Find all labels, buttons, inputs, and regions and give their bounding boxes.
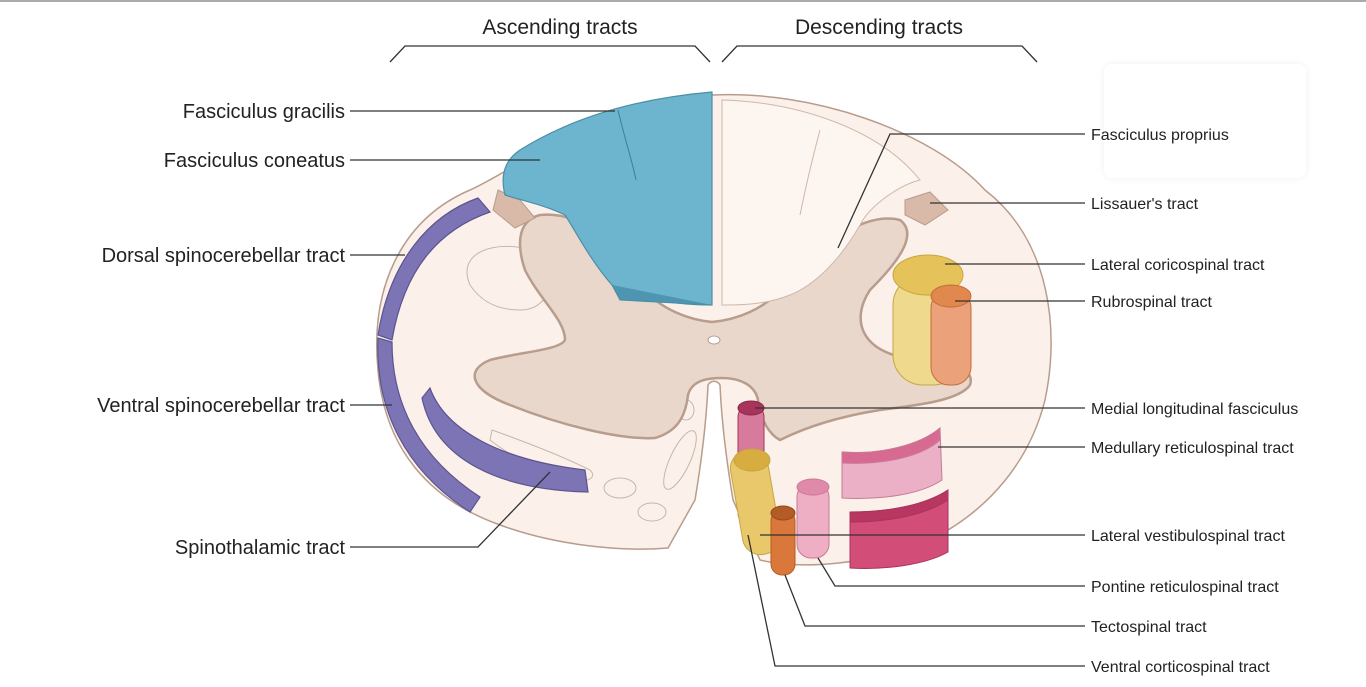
tectospinal-tract	[770, 505, 796, 576]
label-pontine-reticulospinal: Pontine reticulospinal tract	[1091, 579, 1279, 596]
leader-pontine-reticulospinal	[817, 557, 1085, 587]
label-fasciculus-coneatus: Fasciculus coneatus	[164, 150, 345, 172]
lissauer-tract-right	[904, 191, 949, 226]
label-lateral-corticospinal: Lateral coricospinal tract	[1091, 257, 1265, 274]
pontine-reticulospinal-tract	[796, 478, 830, 559]
label-medial-longitudinal: Medial longitudinal fasciculus	[1091, 401, 1298, 418]
label-lateral-vestibulospinal: Lateral vestibulospinal tract	[1091, 528, 1285, 545]
descending-bracket	[721, 45, 1038, 63]
label-ventral-corticospinal: Ventral corticospinal tract	[1091, 659, 1270, 676]
label-spinothalamic: Spinothalamic tract	[175, 537, 346, 559]
label-rubrospinal: Rubrospinal tract	[1091, 294, 1213, 311]
leader-fasciculus-proprius	[837, 133, 1085, 249]
descending-header: Descending tracts	[795, 16, 963, 39]
gracilis-cuneatus-septum	[617, 109, 637, 181]
lateral-vestibulospinal-top	[849, 489, 949, 523]
label-fasciculus-gracilis: Fasciculus gracilis	[183, 101, 345, 123]
leader-tectospinal	[784, 574, 1085, 627]
white-matter-contour	[603, 477, 637, 499]
dorsal-spinocerebellar-tract	[377, 197, 492, 341]
ascending-bracket	[389, 45, 711, 63]
rubrospinal-tract	[930, 284, 972, 386]
label-lissauer: Lissauer's tract	[1091, 196, 1199, 213]
ventral-spinocerebellar-tract	[377, 337, 481, 513]
fasciculus-proprius-region	[721, 99, 921, 306]
ghost-overlay-panel	[1104, 64, 1306, 178]
medullary-reticulospinal-top	[841, 426, 941, 464]
ventral-corticospinal-tract	[729, 448, 781, 556]
dorsal-column-shadow	[611, 284, 713, 306]
ascending-header: Ascending tracts	[482, 16, 637, 39]
leader-spinothalamic	[350, 471, 551, 548]
label-dorsal-spinocerebellar: Dorsal spinocerebellar tract	[102, 245, 346, 267]
label-ventral-spinocerebellar: Ventral spinocerebellar tract	[97, 395, 345, 417]
white-matter-contour	[637, 502, 667, 522]
leader-ventral-corticospinal	[747, 534, 1085, 667]
central-canal	[707, 335, 721, 345]
label-tectospinal: Tectospinal tract	[1091, 619, 1207, 636]
white-matter-contour	[799, 129, 821, 216]
label-fasciculus-proprius: Fasciculus proprius	[1091, 127, 1229, 144]
spinothalamic-tract	[421, 386, 589, 493]
white-matter-contour	[663, 430, 697, 490]
label-medullary-reticulospinal: Medullary reticulospinal tract	[1091, 440, 1294, 457]
